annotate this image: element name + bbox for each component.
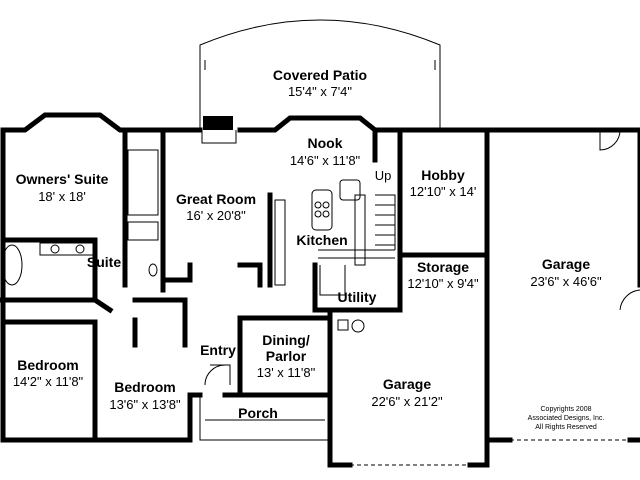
room-name-utility: Utility [338,289,377,305]
room-dims-garage-small: 22'6" x 21'2" [371,394,443,409]
stair-up-label: Up [375,168,392,183]
interior-walls [0,127,490,398]
room-name-kitchen: Kitchen [296,232,347,248]
fixtures [1,149,396,441]
copyright-line-1: Copyrights 2008 [541,406,592,413]
room-name-parlor: Parlor [266,348,307,364]
room-dims-dining: 13' x 11'8" [257,365,316,380]
room-name-garage-large: Garage [542,256,590,272]
room-name-great-room: Great Room [176,191,256,207]
room-name-suite-bath: Suite [87,254,121,270]
room-name-owners-suite: Owners' Suite [16,171,109,187]
patio-posts [204,60,436,70]
fireplace [203,116,233,130]
exterior-walls [0,112,640,468]
copyright-line-2: Associated Designs, Inc. [528,415,605,422]
room-name-nook: Nook [308,135,343,151]
room-dims-owners-suite: 18' x 18' [38,189,86,204]
room-dims-bedroom-left: 14'2" x 11'8" [13,374,84,389]
room-name-porch: Porch [238,405,278,421]
room-dims-covered-patio: 15'4" x 7'4" [288,84,352,99]
room-dims-storage: 12'10" x 9'4" [407,276,479,291]
patio-outline [199,19,441,130]
room-name-hobby: Hobby [421,167,465,183]
copyright-line-3: All Rights Reserved [535,424,597,431]
room-name-bedroom-center: Bedroom [114,379,175,395]
room-name-entry: Entry [200,342,236,358]
room-name-bedroom-left: Bedroom [17,357,78,373]
room-dims-nook: 14'6" x 11'8" [290,153,361,168]
room-name-dining: Dining/ [262,332,310,348]
room-dims-bedroom-center: 13'6" x 13'8" [109,397,181,412]
room-name-garage-small: Garage [383,376,431,392]
room-name-covered-patio: Covered Patio [273,67,367,83]
garage-side-door [619,289,640,311]
room-name-storage: Storage [417,259,469,275]
room-dims-garage-large: 23'6" x 46'6" [530,274,602,289]
room-dims-great-room: 16' x 20'8" [186,208,246,223]
room-dims-hobby: 12'10" x 14' [410,184,477,199]
